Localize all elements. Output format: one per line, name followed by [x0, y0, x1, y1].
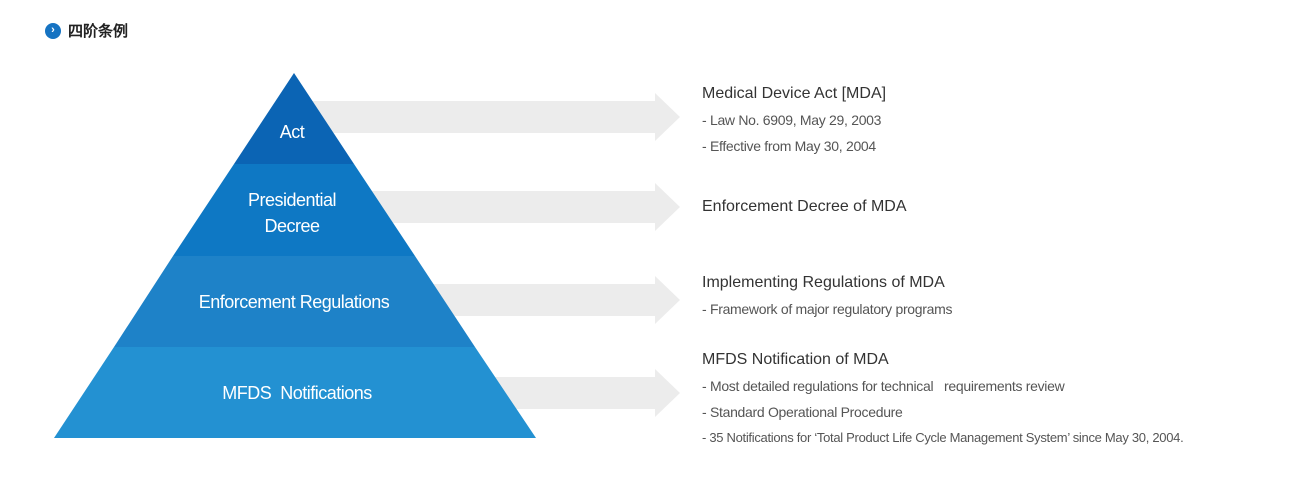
- chevron-right-circle-icon: ›: [45, 22, 61, 39]
- detail-title: Medical Device Act [MDA]: [702, 85, 887, 102]
- detail-regulations: Implementing Regulations of MDA - Framew…: [702, 270, 952, 322]
- detail-decree: Enforcement Decree of MDA: [702, 194, 907, 220]
- tier-label-decree: Presidential: [247, 190, 337, 210]
- detail-item: - Law No. 6909, May 29, 2003: [702, 112, 882, 128]
- section-title: 四阶条例: [68, 23, 129, 40]
- section-heading: › 四阶条例: [45, 20, 128, 41]
- tier-label-notifications: MFDS Notifications: [222, 383, 372, 403]
- arrow-act: [300, 93, 680, 141]
- detail-item: - 35 Notifications for ‘Total Product Li…: [702, 430, 1184, 445]
- detail-item: - Standard Operational Procedure: [702, 404, 903, 420]
- detail-notifications: MFDS Notification of MDA - Most detailed…: [702, 347, 1184, 451]
- pyramid-tier-regulations: [114, 256, 475, 347]
- detail-item: - Framework of major regulatory programs: [702, 301, 953, 317]
- pyramid-tier-notifications: [54, 347, 536, 438]
- pyramid-tier-decree: [173, 164, 415, 256]
- detail-item: - Effective from May 30, 2004: [702, 138, 876, 154]
- pyramid-tier-act: [234, 73, 354, 164]
- arrow-decree: [300, 183, 680, 231]
- detail-title: Enforcement Decree of MDA: [702, 198, 907, 215]
- detail-title: MFDS Notification of MDA: [702, 351, 889, 368]
- tier-label-regulations: Enforcement Regulations: [198, 292, 390, 312]
- tier-label-decree-line2: Decree: [264, 216, 320, 236]
- detail-act: Medical Device Act [MDA] - Law No. 6909,…: [702, 81, 886, 159]
- detail-item: - Most detailed regulations for technica…: [702, 378, 1065, 394]
- detail-title: Implementing Regulations of MDA: [702, 274, 945, 291]
- tier-label-act: Act: [279, 122, 305, 142]
